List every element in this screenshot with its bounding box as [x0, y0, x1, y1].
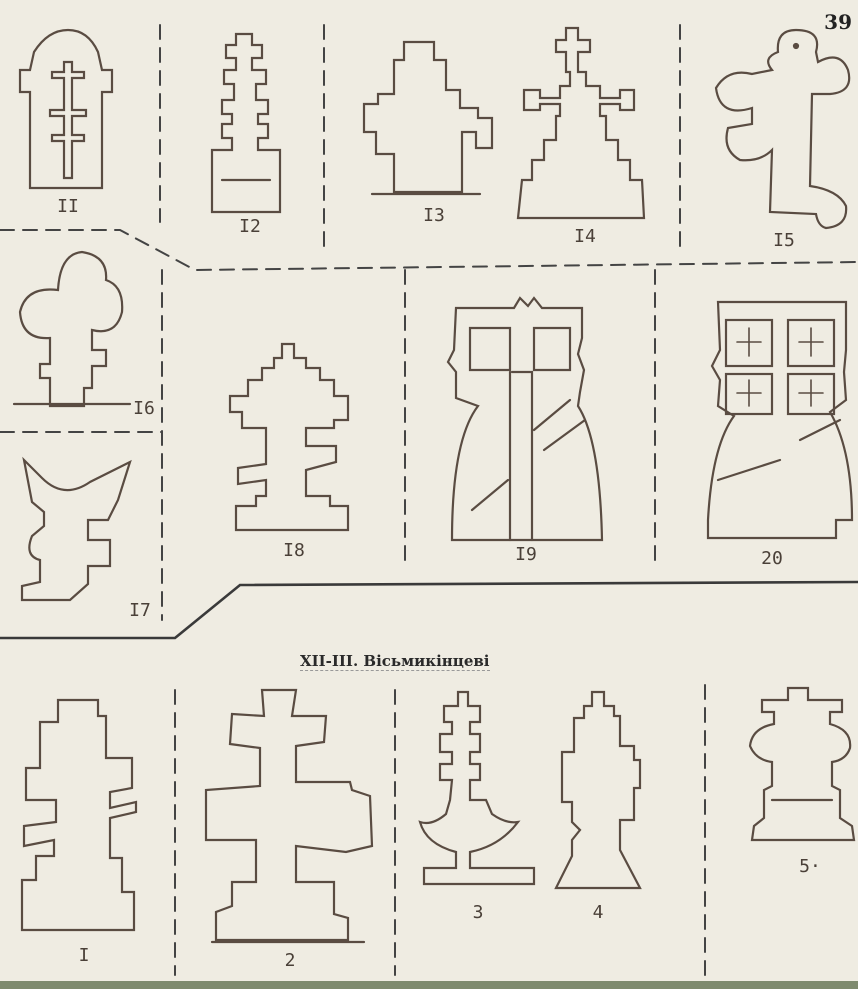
figure-label-18: I8: [283, 540, 305, 561]
figure-label-b2: 2: [285, 950, 296, 971]
panel-dividers: [0, 25, 858, 975]
figure-label-13: I3: [423, 205, 445, 226]
figure-label-17: I7: [129, 600, 151, 621]
cross-figure-b5: [750, 688, 854, 840]
figure-label-15: I5: [773, 230, 795, 251]
figure-label-11: II: [57, 196, 79, 217]
cross-figure-12: [212, 34, 280, 212]
figure-label-b1: I: [79, 945, 90, 966]
cross-figure-20: [708, 302, 852, 538]
cross-figure-b4: [556, 692, 640, 888]
cross-figure-16: [14, 252, 130, 406]
bottom-border-band: [0, 981, 858, 989]
section-title: XII-III. Вісьмикінцеві: [300, 652, 490, 671]
figure-label-b4: 4: [593, 902, 604, 923]
cross-figure-b2: [206, 690, 372, 942]
figure-label-12: I2: [239, 216, 261, 237]
page-number: 39: [824, 10, 852, 34]
figure-label-14: I4: [574, 226, 596, 247]
figure-label-19: I9: [515, 544, 537, 565]
figure-label-b3: 3: [473, 902, 484, 923]
figure-label-20: 20: [761, 548, 783, 569]
cross-figure-15: [716, 30, 849, 228]
figure-label-b5: 5·: [799, 856, 821, 877]
cross-figure-19: [448, 298, 602, 540]
cross-figure-b3: [420, 692, 534, 884]
cross-figure-b1: [22, 700, 136, 930]
cross-figure-13: [364, 42, 492, 194]
cross-figure-18: [230, 344, 348, 530]
cross-figure-11: [20, 30, 112, 188]
cross-figure-17: [22, 460, 130, 600]
cross-figure-14: [518, 28, 644, 218]
figure-label-16: I6: [133, 398, 155, 419]
